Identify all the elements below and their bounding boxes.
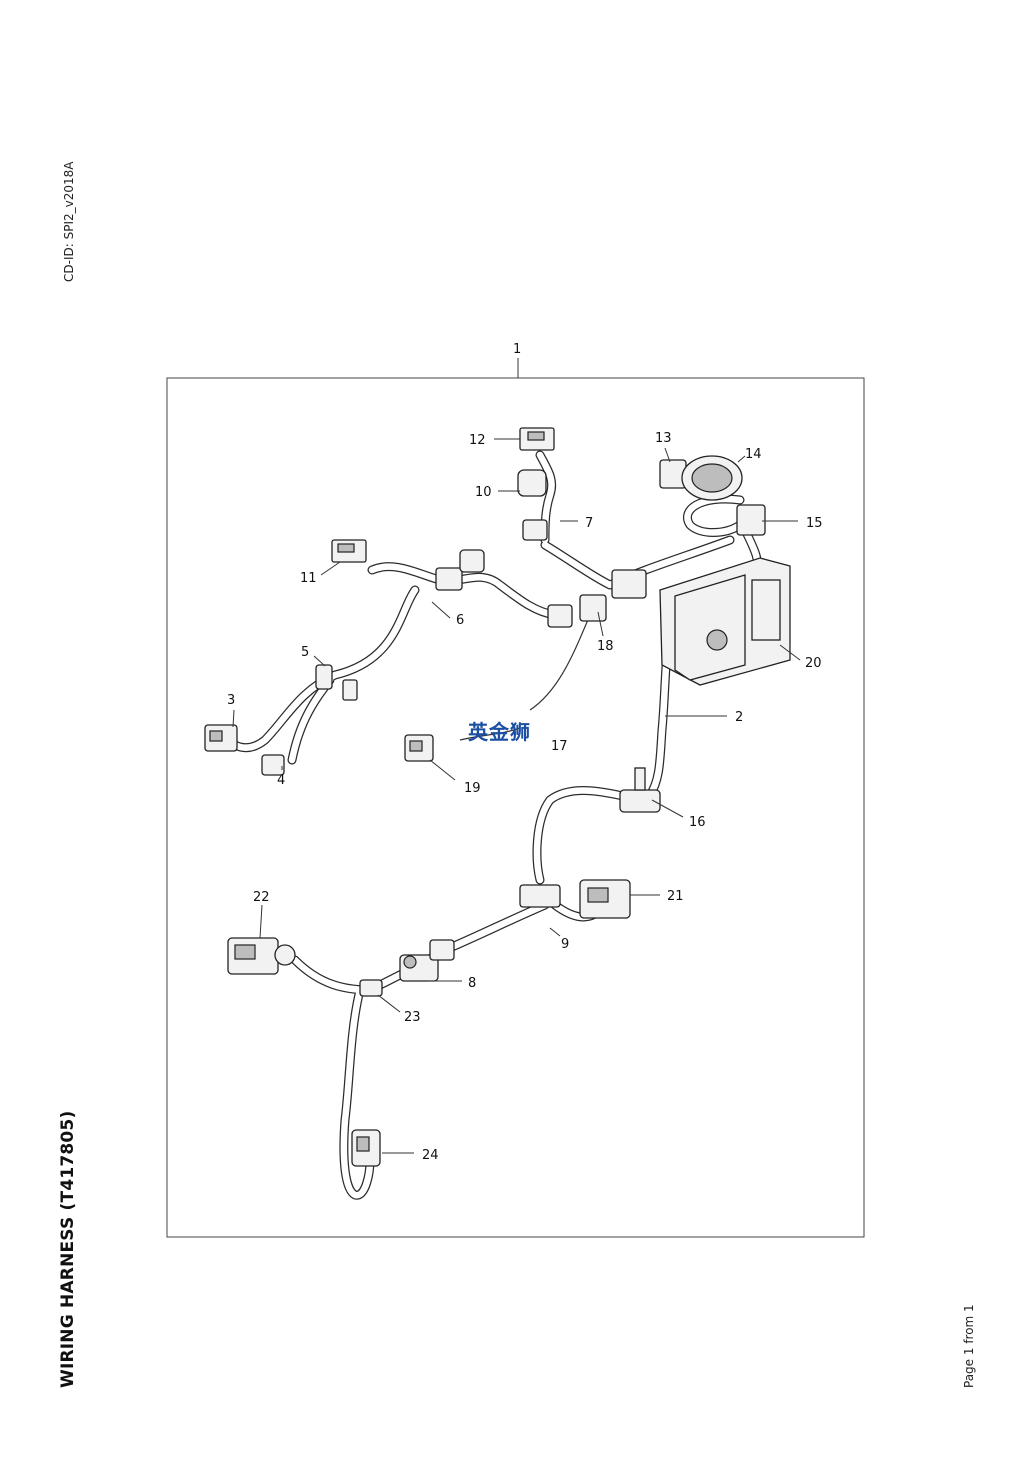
diagram-frame [166, 377, 865, 1238]
callout-11: 11 [300, 571, 317, 586]
callout-5: 5 [301, 645, 309, 660]
callout-1: 1 [513, 342, 521, 357]
callout-6: 6 [456, 613, 464, 628]
callout-9: 9 [561, 937, 569, 952]
callout-13: 13 [655, 431, 672, 446]
callout-8: 8 [468, 976, 476, 991]
callout-12: 12 [469, 433, 486, 448]
callout-7: 7 [585, 516, 593, 531]
callout-10: 10 [475, 485, 492, 500]
callout-18: 18 [597, 639, 614, 654]
callout-22: 22 [253, 890, 270, 905]
callout-24: 24 [422, 1148, 439, 1163]
callout-17: 17 [551, 739, 568, 754]
callout-23: 23 [404, 1010, 421, 1025]
harness-drawing [204, 427, 791, 1200]
callout-14: 14 [745, 447, 762, 462]
leader-lines [232, 438, 801, 1154]
callout-2: 2 [735, 710, 743, 725]
watermark-logo: 英金狮 [468, 720, 531, 744]
callout-4: 4 [277, 773, 285, 788]
callout-15: 15 [806, 516, 823, 531]
callout-20: 20 [805, 656, 822, 671]
callout-3: 3 [227, 693, 235, 708]
callout-16: 16 [689, 815, 706, 830]
callout-19: 19 [464, 781, 481, 796]
callout-21: 21 [667, 889, 684, 904]
